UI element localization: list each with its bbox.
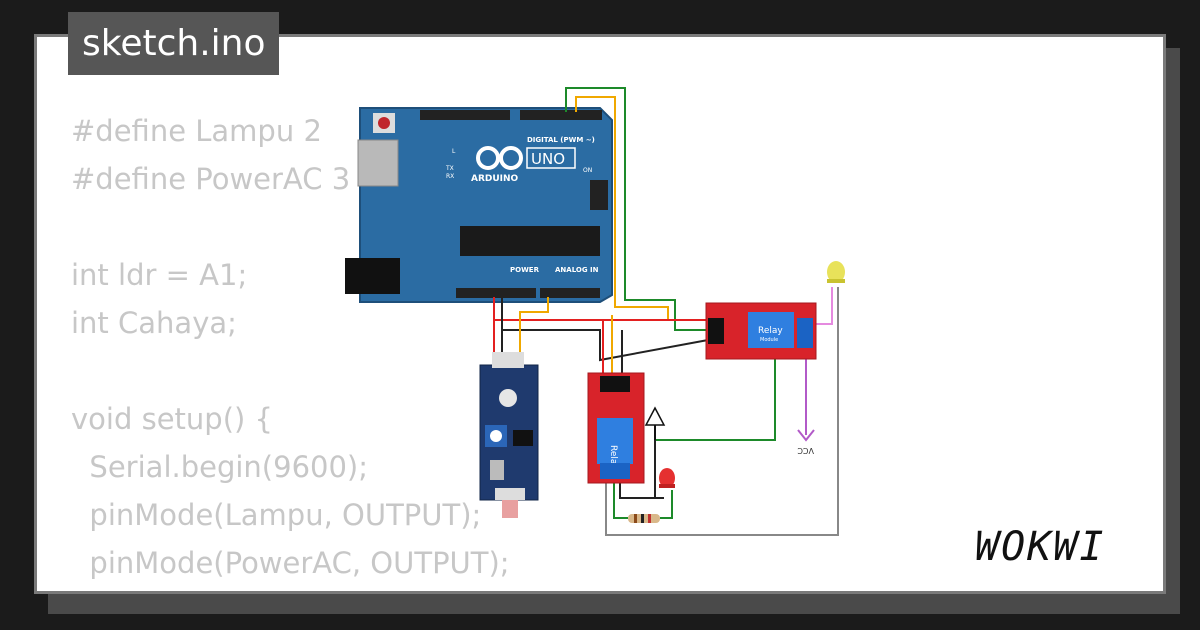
file-tab[interactable]: sketch.ino bbox=[68, 12, 280, 75]
wires bbox=[493, 87, 839, 536]
power-label: POWER bbox=[510, 266, 540, 274]
relay-coil bbox=[597, 418, 633, 464]
power-jack bbox=[345, 258, 400, 294]
code-line: #define PowerAC 3 bbox=[71, 162, 351, 196]
usb-port bbox=[357, 139, 399, 187]
relay-sub: Module bbox=[760, 337, 778, 343]
digital-label: DIGITAL (PWM ~) bbox=[527, 136, 595, 144]
vcc-marker: VCC bbox=[797, 429, 815, 455]
arduino-uno-board[interactable]: ARDUINO UNO DIGITAL (PWM ~) POWER ANALOG… bbox=[345, 107, 613, 303]
relay-title: Relay bbox=[608, 445, 618, 470]
code-line: void setup() { bbox=[71, 402, 273, 436]
reset-button[interactable] bbox=[378, 117, 390, 129]
relay-module-right[interactable]: Relay Module bbox=[705, 302, 817, 360]
resistor[interactable] bbox=[628, 514, 660, 523]
ground-symbol bbox=[644, 406, 666, 426]
led-tx-label: TX bbox=[445, 165, 454, 172]
led-on-label: ON bbox=[583, 167, 592, 174]
vcc-label: VCC bbox=[797, 446, 814, 455]
analog-label: ANALOG IN bbox=[555, 266, 599, 274]
code-line: int Cahaya; bbox=[71, 306, 237, 340]
code-line: #define Lampu 2 bbox=[71, 114, 322, 148]
code-line: pinMode(PowerAC, OUTPUT); bbox=[71, 546, 510, 580]
led-rx-label: RX bbox=[446, 173, 454, 180]
relay-coil bbox=[748, 312, 794, 348]
red-led[interactable] bbox=[659, 468, 675, 488]
arduino-infinity-logo bbox=[476, 146, 523, 170]
atmega-chip bbox=[460, 226, 600, 256]
led-l-label: L bbox=[452, 148, 456, 155]
code-line: int ldr = A1; bbox=[71, 258, 248, 292]
uno-label: UNO bbox=[531, 150, 565, 168]
arduino-logo-text: ARDUINO bbox=[471, 174, 519, 184]
ldr-sensor-module[interactable] bbox=[479, 352, 539, 518]
wokwi-logo: WOKWI bbox=[975, 524, 1106, 570]
code-preview: #define Lampu 2 #define PowerAC 3 int ld… bbox=[71, 107, 510, 587]
yellow-led[interactable] bbox=[827, 261, 845, 283]
code-line: Serial.begin(9600); bbox=[71, 450, 369, 484]
code-line: pinMode(Lampu, OUTPUT); bbox=[71, 498, 482, 532]
relay-title: Relay bbox=[758, 326, 783, 336]
photoresistor bbox=[502, 500, 518, 518]
relay-module-center[interactable]: Relay bbox=[587, 372, 645, 484]
